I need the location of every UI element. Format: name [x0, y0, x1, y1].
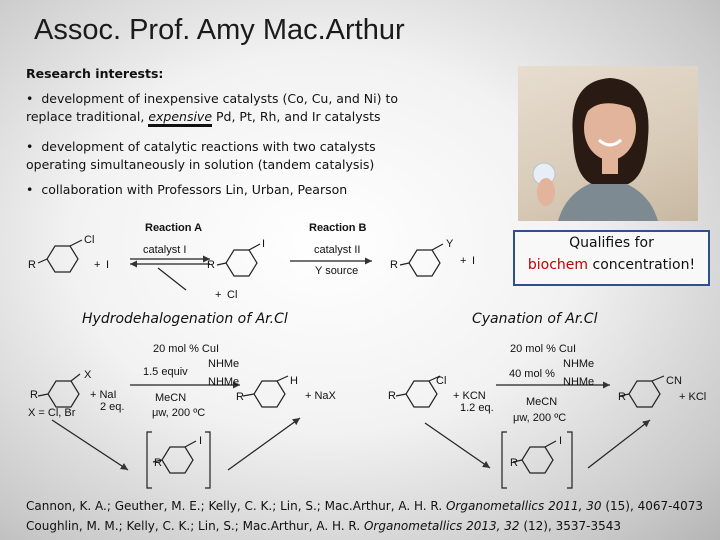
bullet3-text: collaboration with Professors Lin, Urban… [41, 182, 348, 197]
r-label-1: R [28, 259, 36, 271]
nhme-right-2: NHMe [563, 376, 594, 388]
callout-biochem: biochem [527, 257, 589, 273]
reference-1: Cannon, K. A.; Geuther, M. E.; Kelly, C.… [26, 496, 703, 516]
ring-br-2 [628, 380, 661, 408]
mol-right: 40 mol % [509, 368, 555, 380]
chloride-label: Cl [227, 289, 237, 301]
plus-2: + [460, 255, 466, 267]
kcn-equiv: 1.2 eq. [460, 402, 494, 414]
bullet1-emphasis: expensive [148, 109, 213, 127]
cui-right: 20 mol % CuI [510, 343, 576, 355]
ring-br-1 [405, 380, 438, 408]
ref1-authors: Cannon, K. A.; Geuther, M. E.; Kelly, C.… [26, 499, 443, 513]
reaction-b-label: Reaction B [309, 222, 367, 234]
ring-top-2 [225, 249, 258, 277]
catalyst-ii-label: catalyst II [314, 244, 360, 256]
slide-title: Assoc. Prof. Amy Mac.Arthur [34, 14, 405, 46]
ring-br-3 [521, 446, 554, 474]
x-condition: X = Cl, Br [28, 407, 76, 419]
iodide-1: I [106, 259, 109, 271]
research-heading: Research interests: [26, 66, 164, 81]
r-label-2: R [207, 259, 215, 271]
r-label-3: R [390, 259, 398, 271]
bullet2-text: development of catalytic reactions with … [26, 139, 376, 172]
kcn-label: + KCN [453, 390, 486, 402]
ring-top-1 [46, 245, 79, 273]
plus-1: + [94, 259, 100, 271]
i-label-6: I [199, 435, 202, 447]
y-source-label: Y source [315, 265, 358, 277]
i-label-2: I [262, 238, 265, 250]
ref1-journal: Organometallics 2011, 30 [445, 499, 602, 513]
ref2-pages: (12), 3537-3543 [523, 519, 621, 533]
r-label-7: R [388, 390, 396, 402]
portrait-photo [518, 66, 698, 221]
biochem-callout: Qualifies for biochem concentration! [513, 230, 710, 286]
bullet-catalysts: • development of inexpensive catalysts (… [26, 90, 426, 127]
h-label: H [290, 375, 298, 387]
nai-label: + NaI [90, 389, 117, 401]
catalyst-i-label: catalyst I [143, 244, 186, 256]
microwave-left: μw, 200 ºC [152, 407, 205, 419]
plus-3: + [215, 289, 221, 301]
ref2-authors: Coughlin, M. M.; Kelly, C. K.; Lin, S.; … [26, 519, 361, 533]
microwave-right: μw, 200 ºC [513, 412, 566, 424]
cui-left: 20 mol % CuI [153, 343, 219, 355]
reaction-a-label: Reaction A [145, 222, 202, 234]
nax-label: + NaX [305, 390, 337, 402]
kcl-label: + KCl [679, 391, 706, 403]
ring-bl-1 [47, 380, 80, 408]
iodide-2: I [472, 255, 475, 267]
mecn-left: MeCN [155, 392, 186, 404]
bullet1-text-b: Pd, Pt, Rh, and Ir catalysts [216, 109, 381, 124]
ring-top-3 [408, 249, 441, 277]
callout-line2: biochem concentration! [515, 254, 708, 276]
references: Cannon, K. A.; Geuther, M. E.; Kelly, C.… [26, 496, 703, 536]
nhme-right-1: NHMe [563, 358, 594, 370]
nhme-left-1: NHMe [208, 358, 239, 370]
callout-concentration: concentration! [588, 257, 696, 273]
y-label-3: Y [446, 238, 454, 250]
nhme-left-2: NHMe [208, 376, 239, 388]
r-label-5: R [236, 391, 244, 403]
ring-bl-2 [253, 380, 286, 408]
cl-label-7: Cl [436, 375, 446, 387]
bullet1-text-a: development of inexpensive catalysts (Co… [26, 91, 399, 124]
x-label: X [84, 369, 92, 381]
ref1-pages: (15), 4067-4073 [605, 499, 704, 513]
r-label-6: R [154, 457, 162, 469]
r-label-4: R [30, 389, 38, 401]
nai-equiv: 2 eq. [100, 401, 124, 413]
subtitle-hydrodehalogenation: Hydrodehalogenation of Ar.Cl [82, 311, 288, 327]
r-label-8: R [618, 391, 626, 403]
i-label-9: I [559, 435, 562, 447]
callout-line1: Qualifies for [569, 235, 654, 251]
r-label-9: R [510, 457, 518, 469]
subtitle-cyanation: Cyanation of Ar.Cl [472, 311, 598, 327]
ref2-journal: Organometallics 2013, 32 [363, 519, 520, 533]
cl-label-1: Cl [84, 234, 94, 246]
bullet-collaboration: • collaboration with Professors Lin, Urb… [26, 182, 348, 197]
reference-2: Coughlin, M. M.; Kelly, C. K.; Lin, S.; … [26, 516, 703, 536]
equiv-left: 1.5 equiv [143, 366, 188, 378]
mecn-right: MeCN [526, 396, 557, 408]
bullet-tandem: • development of catalytic reactions wit… [26, 139, 376, 172]
ring-bl-3 [161, 446, 194, 474]
cn-label: CN [666, 375, 682, 387]
